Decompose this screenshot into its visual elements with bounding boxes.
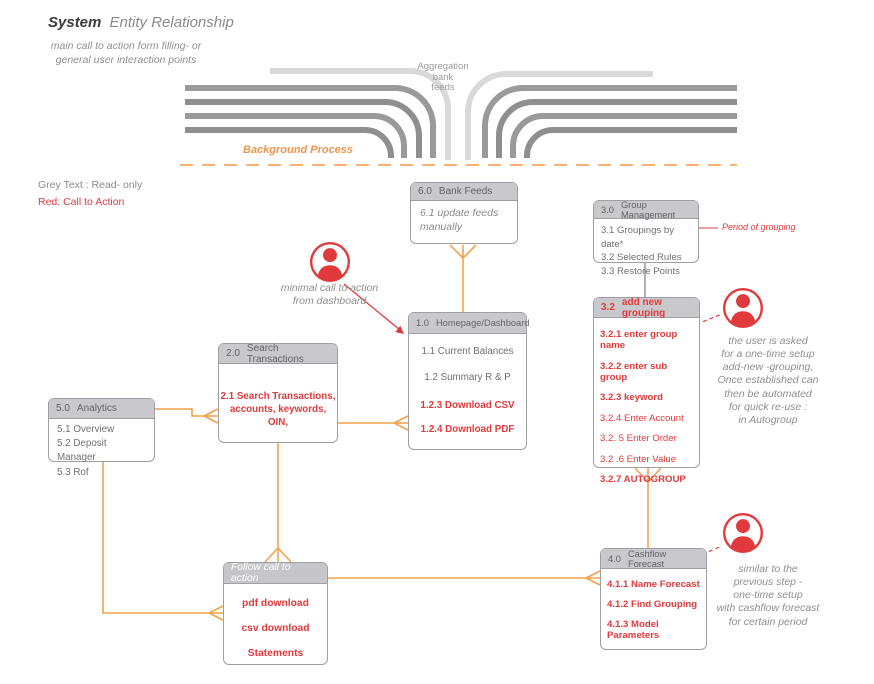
user-icon-cashflow (724, 514, 762, 553)
entity-number: 6.0 (418, 186, 432, 197)
legend-red-text: Red: Call to Action (38, 196, 125, 208)
group-item-selected-rules: 3.2 Selected Rules (601, 252, 682, 264)
entity-title: add new grouping (621, 296, 666, 319)
analytics-item-deposit-manager: 5.2 Deposit Manager (57, 438, 107, 464)
cashflow-item-model-parameters: 4.1.3 Model Parameters (607, 619, 660, 641)
entity-number: 2.0 (226, 348, 240, 359)
feed-curve-right-4 (524, 127, 737, 158)
connector-analytics-follow (102, 462, 224, 621)
follow-item-pdf-download: pdf download (242, 598, 309, 609)
connector-search-follow (264, 443, 292, 563)
entity-bank-feeds: 6.0 Bank Feeds 6.1 update feeds manually (410, 182, 518, 244)
cashflow-item-find-grouping: 4.1.2 Find Grouping (607, 599, 698, 610)
entity-number: 3.2 (601, 302, 615, 313)
entity-number: 5.0 (56, 403, 70, 414)
feed-curve-left-4 (185, 127, 394, 158)
page-subtitle: main call to action form filling- or gen… (50, 40, 202, 66)
note-minimal-call-to-action: minimal call to action from dashboard (280, 282, 379, 308)
homepage-item-download-csv: 1.2.3 Download CSV (420, 400, 515, 411)
user-icon-grouping (724, 289, 762, 328)
group-item-restore-points: 3.3 Restore Points (601, 265, 680, 277)
orange-connectors (102, 244, 662, 621)
note-period-of-grouping: Period of grouping (722, 222, 796, 232)
follow-item-statements: Statements (247, 648, 304, 659)
analytics-item-rof: 5.3 Rof (57, 466, 89, 478)
dashboard-cta-arrow (343, 283, 401, 331)
aggregation-feeds-label: Aggregation bank feeds (417, 61, 469, 94)
entity-group-management-header: 3.0 Group Management (594, 199, 698, 220)
entity-cashflow-forecast: 4.0 Cashflow Forecast 4.1.1 Name Forecas… (600, 548, 707, 650)
connector-addgrouping-cashflow (634, 467, 662, 548)
entity-search-transactions: 2.0 Search Transactions 2.1 Search Trans… (218, 343, 338, 443)
legend-grey-text: Grey Text : Read- only (38, 179, 143, 191)
entity-cashflow-header: 4.0 Cashflow Forecast (601, 549, 706, 569)
entity-analytics-header: 5.0 Analytics (49, 399, 154, 419)
entity-follow-call-to-action: Follow call to action pdf download csv d… (223, 562, 328, 665)
feed-curve-right-1 (482, 85, 737, 158)
entity-number: 1.0 (416, 318, 429, 328)
entity-homepage-dashboard: 1.0 Homepage/Dashboard 1.1 Current Balan… (408, 312, 529, 450)
homepage-item-download-pdf: 1.2.4 Download PDF (420, 424, 515, 435)
feed-curve-right-2 (496, 99, 737, 158)
grouping-item-keyword: 3.2.3 keyword (600, 392, 663, 403)
group-item-groupings-by-date: 3.1 Groupings by date* (601, 225, 675, 250)
grouping-item-enter-sub-group: 3.2.2 enter sub group (600, 360, 668, 383)
entity-number: 4.0 (608, 553, 621, 564)
connector-search-homepage (338, 415, 409, 431)
page-title: System Entity Relationship (48, 14, 234, 31)
entity-title: Cashflow Forecast (627, 548, 667, 569)
entity-follow-header: Follow call to action (224, 562, 327, 584)
bank-feeds-item-update: 6.1 update feeds manually (420, 207, 499, 233)
grouping-item-enter-value: 3.2 .6 Enter Value (600, 453, 677, 465)
feed-curve-right-3 (510, 113, 737, 158)
entity-search-header: 2.0 Search Transactions (219, 342, 337, 365)
grouping-item-enter-group-name: 3.2.1 enter group name (600, 329, 678, 351)
search-item-search-transactions: 2.1 Search Transactions, accounts, keywo… (220, 391, 336, 429)
analytics-item-overview: 5.1 Overview (57, 424, 115, 435)
feed-curve-light-left (270, 68, 451, 160)
connector-bankfeeds-homepage (449, 244, 477, 312)
connector-analytics-search (155, 408, 219, 424)
user-icon-dashboard (311, 243, 349, 282)
entity-number: 3.0 (601, 204, 614, 215)
entity-title: Bank Feeds (438, 186, 493, 197)
page-title-system: System (48, 14, 102, 31)
feed-curve-left-2 (185, 99, 422, 158)
connector-follow-cashflow (328, 570, 601, 586)
follow-item-csv-download: csv download (241, 623, 310, 634)
cashflow-note-line (695, 545, 723, 558)
page-title-entity: Entity Relationship (109, 14, 234, 31)
entity-bank-feeds-header: 6.0 Bank Feeds (411, 183, 517, 201)
grouping-item-enter-account: 3.2.4 Enter Account (600, 412, 684, 424)
homepage-item-current-balances: 1.1 Current Balances (421, 346, 514, 357)
feed-curve-light-right (465, 71, 653, 160)
bank-feed-curves (185, 68, 737, 160)
cashflow-item-name-forecast: 4.1.1 Name Forecast (607, 579, 700, 590)
addgrouping-note-line (689, 313, 723, 328)
entity-add-new-grouping: 3.2 add new grouping 3.2.1 enter group n… (593, 296, 700, 485)
entity-title: Analytics (76, 403, 117, 414)
entity-title: Search Transactions (246, 342, 304, 365)
entity-add-grouping-header: 3.2 add new grouping (594, 296, 699, 319)
entity-title: Group Management (620, 199, 676, 220)
note-one-time-setup-grouping: the user is asked for a one-time setup a… (717, 335, 819, 426)
grouping-item-enter-order: 3.2. 5 Enter Order (600, 433, 677, 444)
dashboard-cta-arrowhead (395, 325, 404, 334)
entity-title: Follow call to action (231, 562, 291, 584)
background-process-label: Background Process (243, 144, 354, 156)
entity-group-management: 3.0 Group Management 3.1 Groupings by da… (593, 199, 699, 277)
entity-homepage-header: 1.0 Homepage/Dashboard (409, 313, 529, 334)
feed-curve-left-3 (185, 113, 407, 158)
entity-title: Homepage/Dashboard (435, 318, 530, 328)
note-cashflow-setup: similar to the previous step - one-time … (716, 563, 820, 628)
homepage-item-summary: 1.2 Summary R & P (424, 372, 511, 383)
entity-analytics: 5.0 Analytics 5.1 Overview 5.2 Deposit M… (48, 398, 155, 478)
feed-curve-left-1 (185, 85, 436, 158)
grouping-item-autogroup: 3.2.7 AUTOGROUP (600, 474, 686, 485)
